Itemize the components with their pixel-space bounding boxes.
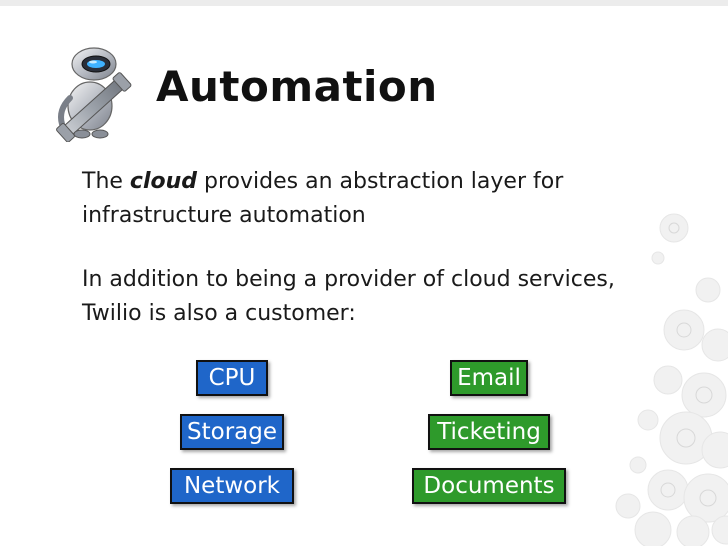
slide-top-bar	[0, 0, 728, 6]
stack-box-storage: Storage	[180, 414, 284, 450]
paragraph-twilio-customer: In addition to being a provider of cloud…	[82, 267, 615, 326]
faded-circles-decoration	[615, 213, 728, 546]
stack-box-network: Network	[170, 468, 294, 504]
paragraph-cloud-abstraction: The cloud provides an abstraction layer …	[82, 165, 642, 233]
paragraph-text-before: The	[82, 169, 130, 194]
stack-box-cpu: CPU	[196, 360, 268, 396]
stack-box-documents: Documents	[412, 468, 566, 504]
emphasis-cloud: cloud	[129, 169, 198, 194]
stack-box-email: Email	[450, 360, 528, 396]
stack-box-ticketing: Ticketing	[428, 414, 550, 450]
automator-robot-icon	[56, 47, 132, 142]
paragraph-text-after: provides an abstraction layer for infras…	[82, 169, 564, 228]
slide-title: Automation	[156, 62, 438, 111]
